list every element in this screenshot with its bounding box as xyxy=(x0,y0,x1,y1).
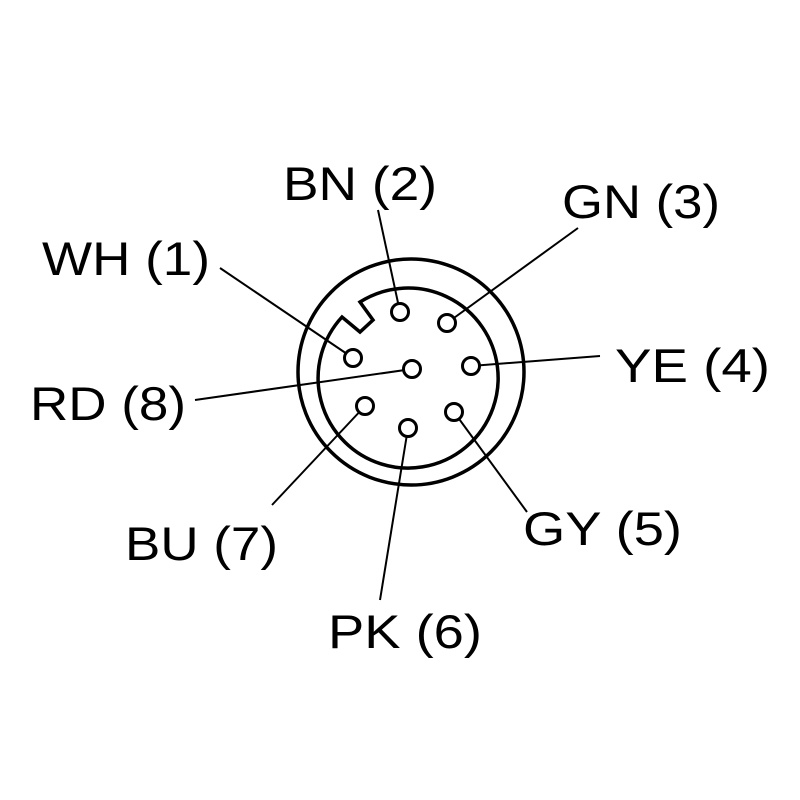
label-pk: PK (6) xyxy=(328,605,482,658)
connector-inner-ring-with-key xyxy=(316,286,500,470)
connector-outer-ring xyxy=(296,257,526,487)
leader-line-wh xyxy=(219,267,354,359)
leader-lines xyxy=(194,209,601,601)
pin-labels: WH (1) BN (2) GN (3) YE (4) GY (5) PK (6… xyxy=(30,157,770,658)
pins xyxy=(343,302,481,438)
label-wh: WH (1) xyxy=(42,232,210,285)
label-gy: GY (5) xyxy=(523,502,682,555)
label-bu: BU (7) xyxy=(125,517,278,570)
pin-2 xyxy=(390,302,410,322)
leader-line-bu xyxy=(271,405,366,506)
leader-line-gn xyxy=(446,227,579,324)
leader-line-ye xyxy=(470,355,601,367)
leader-line-bn xyxy=(377,209,401,313)
pin-3 xyxy=(437,313,457,333)
leader-line-rd xyxy=(194,368,413,401)
label-rd: RD (8) xyxy=(30,377,186,430)
pin-5 xyxy=(444,402,464,422)
pin-7 xyxy=(355,396,375,416)
leader-line-pk xyxy=(379,427,409,601)
label-bn: BN (2) xyxy=(283,157,437,210)
pin-8 xyxy=(402,359,422,379)
label-ye: YE (4) xyxy=(615,339,770,392)
pin-4 xyxy=(461,356,481,376)
leader-line-gy xyxy=(453,411,528,513)
pin-1 xyxy=(343,348,363,368)
pin-6 xyxy=(398,418,418,438)
label-gn: GN (3) xyxy=(562,175,720,228)
